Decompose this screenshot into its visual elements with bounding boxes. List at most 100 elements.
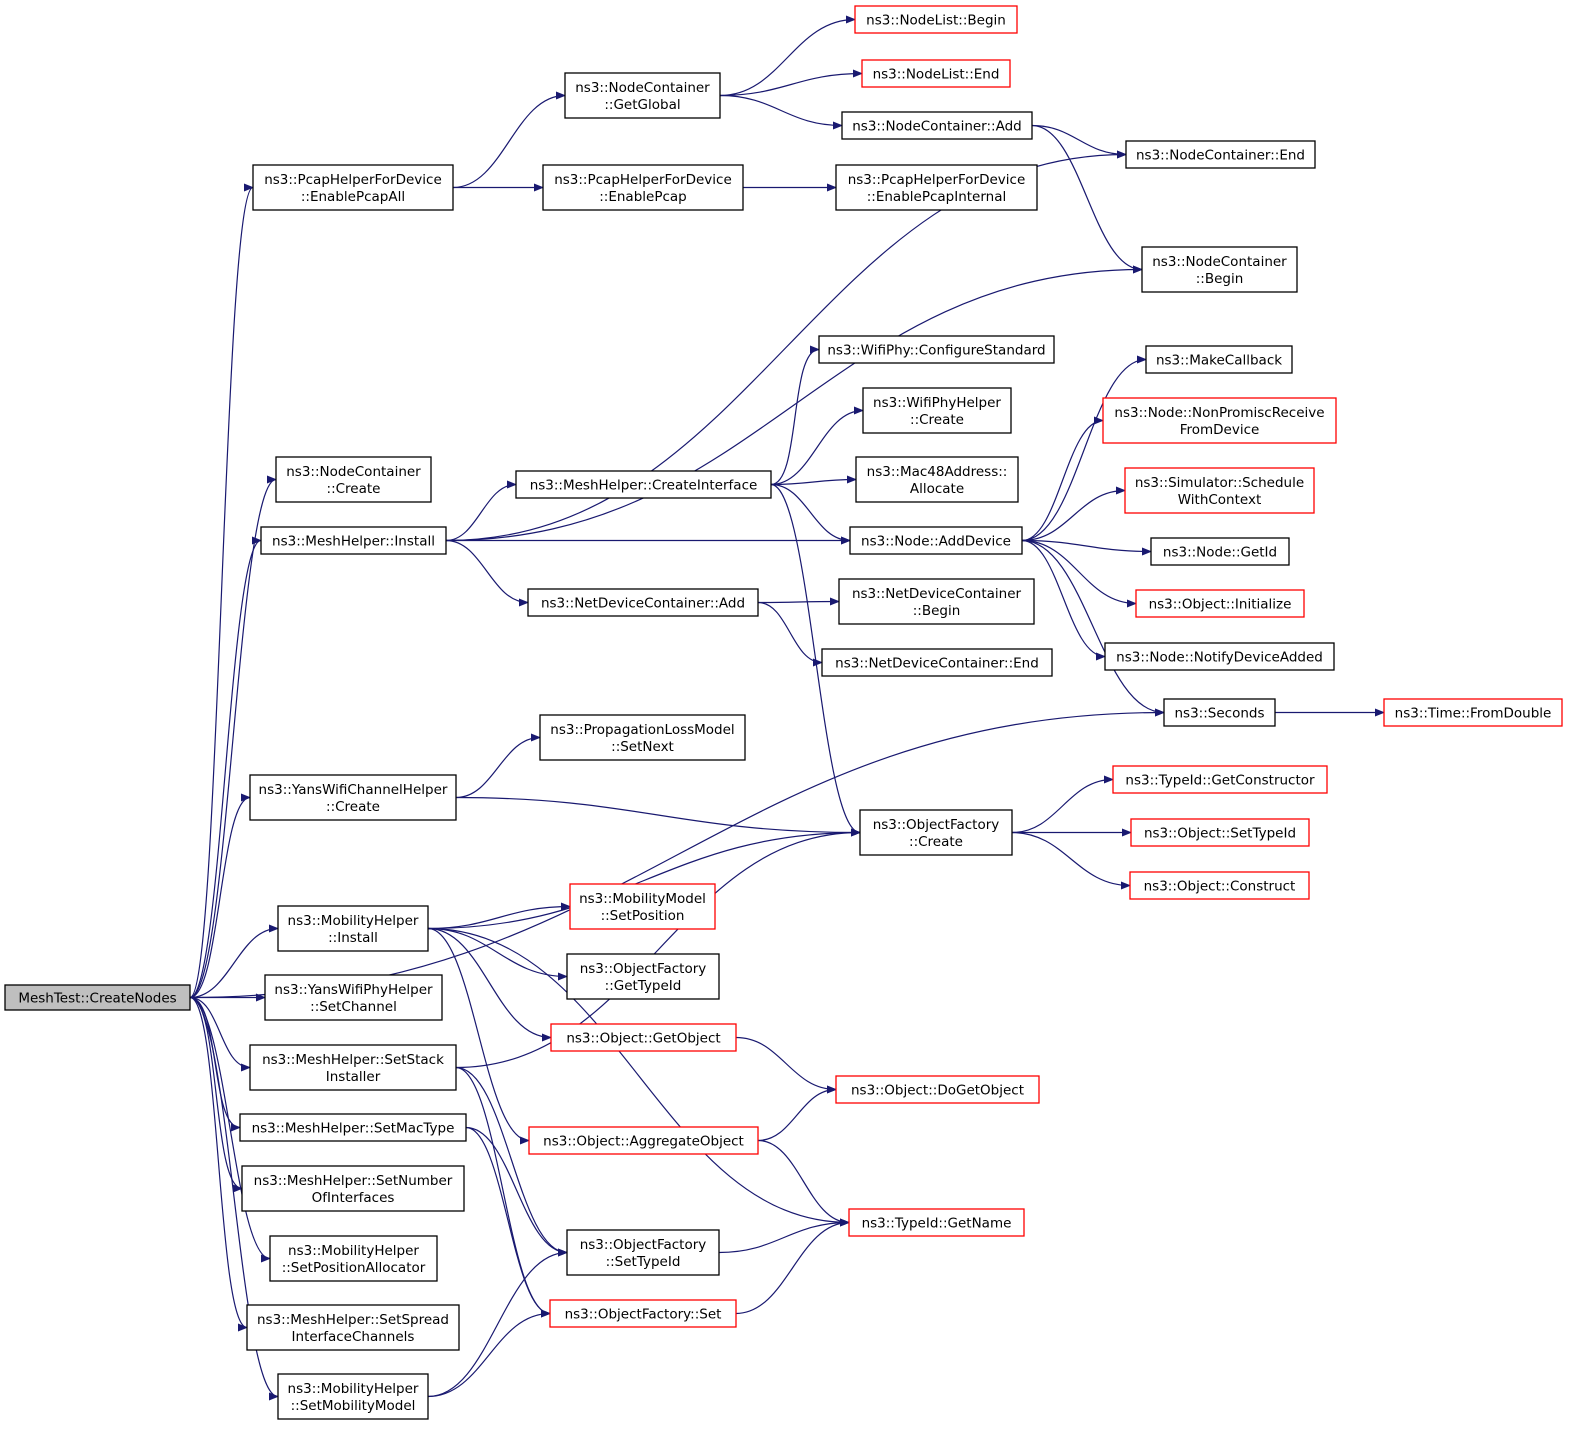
node-box[interactable]	[1125, 140, 1316, 169]
node-box[interactable]	[566, 953, 720, 1000]
node-box[interactable]	[566, 1229, 720, 1276]
node-ndcBegin[interactable]: ns3::NetDeviceContainer::Begin	[838, 578, 1035, 625]
node-box[interactable]	[818, 335, 1055, 364]
node-pcapEnable[interactable]: ns3::PcapHelperForDevice::EnablePcap	[542, 164, 744, 211]
node-mobSetModel[interactable]: ns3::MobilityHelper::SetMobilityModel	[277, 1373, 429, 1420]
node-box[interactable]	[549, 1299, 737, 1328]
node-nodeGetId[interactable]: ns3::Node::GetId	[1150, 537, 1290, 566]
node-box[interactable]	[252, 164, 454, 211]
node-mobSetPos[interactable]: ns3::MobilityHelper::SetPositionAllocato…	[269, 1235, 438, 1282]
node-box[interactable]	[1135, 589, 1305, 618]
node-ncEnd[interactable]: ns3::NodeContainer::End	[1125, 140, 1316, 169]
node-box[interactable]	[848, 1208, 1025, 1237]
node-box[interactable]	[569, 883, 716, 930]
node-box[interactable]	[838, 578, 1035, 625]
node-box[interactable]	[1102, 397, 1337, 444]
node-box[interactable]	[4, 984, 191, 1011]
node-box[interactable]	[1129, 871, 1310, 900]
node-pcapAll[interactable]: ns3::PcapHelperForDevice::EnablePcapAll	[252, 164, 454, 211]
node-box[interactable]	[1104, 642, 1335, 671]
node-seconds[interactable]: ns3::Seconds	[1163, 698, 1276, 727]
node-ofSetTypeId[interactable]: ns3::ObjectFactory::SetTypeId	[566, 1229, 720, 1276]
node-box[interactable]	[859, 809, 1013, 856]
node-box[interactable]	[264, 974, 443, 1021]
node-pcapInternal[interactable]: ns3::PcapHelperForDevice::EnablePcapInte…	[835, 164, 1038, 211]
node-tidGetCtor[interactable]: ns3::TypeId::GetConstructor	[1112, 765, 1328, 794]
node-objDoGet[interactable]: ns3::Object::DoGetObject	[835, 1075, 1040, 1104]
node-mhCreateIf[interactable]: ns3::MeshHelper::CreateInterface	[515, 470, 772, 499]
node-box[interactable]	[260, 526, 447, 555]
node-mhSetSpread[interactable]: ns3::MeshHelper::SetSpreadInterfaceChann…	[246, 1304, 460, 1351]
node-objGetObject[interactable]: ns3::Object::GetObject	[550, 1023, 737, 1052]
node-ofCreate[interactable]: ns3::ObjectFactory::Create	[859, 809, 1013, 856]
node-box[interactable]	[527, 588, 759, 617]
node-macAlloc[interactable]: ns3::Mac48Address::Allocate	[855, 456, 1019, 503]
node-box[interactable]	[861, 59, 1011, 88]
node-box[interactable]	[835, 164, 1038, 211]
node-nodeNotify[interactable]: ns3::Node::NotifyDeviceAdded	[1104, 642, 1335, 671]
node-box[interactable]	[564, 72, 721, 119]
node-box[interactable]	[269, 1235, 438, 1282]
node-box[interactable]	[1141, 246, 1298, 293]
node-box[interactable]	[246, 1304, 460, 1351]
node-box[interactable]	[277, 905, 429, 952]
node-propSetNext[interactable]: ns3::PropagationLossModel::SetNext	[539, 714, 746, 761]
node-wpConfigure[interactable]: ns3::WifiPhy::ConfigureStandard	[818, 335, 1055, 364]
node-mhInstall[interactable]: ns3::MeshHelper::Install	[260, 526, 447, 555]
node-objConstruct[interactable]: ns3::Object::Construct	[1129, 871, 1310, 900]
node-wphCreate[interactable]: ns3::WifiPhyHelper::Create	[862, 387, 1012, 434]
node-box[interactable]	[241, 1165, 465, 1212]
node-box[interactable]	[542, 164, 744, 211]
node-box[interactable]	[239, 1113, 467, 1142]
node-tidGetName[interactable]: ns3::TypeId::GetName	[848, 1208, 1025, 1237]
node-nlEnd[interactable]: ns3::NodeList::End	[861, 59, 1011, 88]
node-box[interactable]	[1150, 537, 1290, 566]
node-box[interactable]	[277, 1373, 429, 1420]
node-ndcEnd[interactable]: ns3::NetDeviceContainer::End	[821, 648, 1053, 677]
node-box[interactable]	[854, 5, 1018, 34]
node-ndcAdd[interactable]: ns3::NetDeviceContainer::Add	[527, 588, 759, 617]
node-ncCreate[interactable]: ns3::NodeContainer::Create	[275, 456, 432, 503]
node-box[interactable]	[550, 1023, 737, 1052]
node-box[interactable]	[1163, 698, 1276, 727]
node-objAggregate[interactable]: ns3::Object::AggregateObject	[528, 1126, 759, 1155]
node-timeFromDouble[interactable]: ns3::Time::FromDouble	[1383, 698, 1563, 727]
node-box[interactable]	[849, 526, 1023, 555]
node-yansChCreate[interactable]: ns3::YansWifiChannelHelper::Create	[249, 774, 457, 821]
node-box[interactable]	[528, 1126, 759, 1155]
node-mobInstall[interactable]: ns3::MobilityHelper::Install	[277, 905, 429, 952]
node-box[interactable]	[841, 111, 1033, 140]
node-root[interactable]: MeshTest::CreateNodes	[4, 984, 191, 1011]
node-box[interactable]	[249, 774, 457, 821]
node-nodeAddDev[interactable]: ns3::Node::AddDevice	[849, 526, 1023, 555]
node-box[interactable]	[1130, 818, 1310, 847]
node-ofGetTypeId[interactable]: ns3::ObjectFactory::GetTypeId	[566, 953, 720, 1000]
node-ncGetGlobal[interactable]: ns3::NodeContainer::GetGlobal	[564, 72, 721, 119]
node-box[interactable]	[855, 456, 1019, 503]
node-ncBegin[interactable]: ns3::NodeContainer::Begin	[1141, 246, 1298, 293]
node-mhSetMac[interactable]: ns3::MeshHelper::SetMacType	[239, 1113, 467, 1142]
node-box[interactable]	[1112, 765, 1328, 794]
node-box[interactable]	[1383, 698, 1563, 727]
node-ncAdd[interactable]: ns3::NodeContainer::Add	[841, 111, 1033, 140]
node-box[interactable]	[862, 387, 1012, 434]
node-box[interactable]	[275, 456, 432, 503]
node-box[interactable]	[515, 470, 772, 499]
node-nlBegin[interactable]: ns3::NodeList::Begin	[854, 5, 1018, 34]
node-ofSet[interactable]: ns3::ObjectFactory::Set	[549, 1299, 737, 1328]
node-box[interactable]	[1124, 467, 1315, 514]
node-mmSetPos[interactable]: ns3::MobilityModel::SetPosition	[569, 883, 716, 930]
node-yansPhySetCh[interactable]: ns3::YansWifiPhyHelper::SetChannel	[264, 974, 443, 1021]
node-makeCb[interactable]: ns3::MakeCallback	[1145, 345, 1293, 374]
node-box[interactable]	[835, 1075, 1040, 1104]
node-objInit[interactable]: ns3::Object::Initialize	[1135, 589, 1305, 618]
node-box[interactable]	[821, 648, 1053, 677]
node-objSetTypeId[interactable]: ns3::Object::SetTypeId	[1130, 818, 1310, 847]
node-box[interactable]	[249, 1044, 457, 1091]
node-box[interactable]	[539, 714, 746, 761]
node-box[interactable]	[1145, 345, 1293, 374]
